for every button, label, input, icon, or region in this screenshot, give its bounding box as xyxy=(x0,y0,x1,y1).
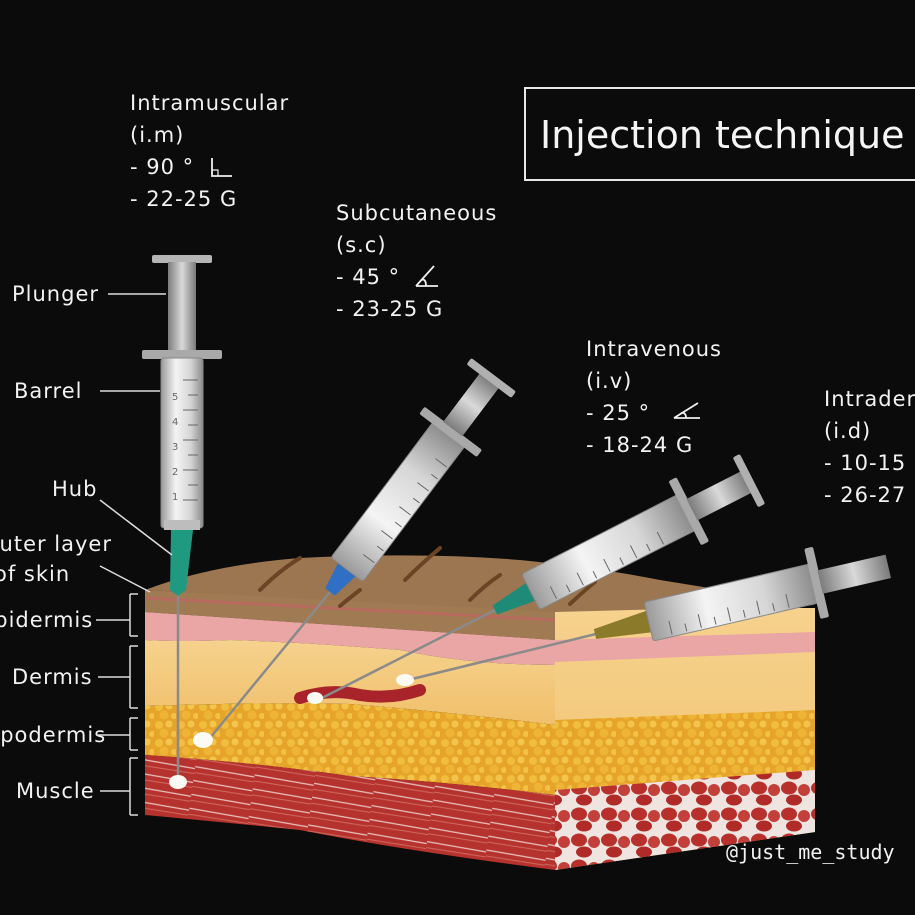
svg-text:- 22-25 G: - 22-25 G xyxy=(130,187,237,211)
plunger-rod xyxy=(168,262,196,357)
svg-text:2: 2 xyxy=(172,467,178,478)
spec-intradermal: Intradermal (i.d) - 10-15 ° - 26-27 G xyxy=(824,387,915,507)
svg-text:(i.v): (i.v) xyxy=(586,369,632,393)
barrel-scale xyxy=(183,379,198,501)
fluid-drop-im xyxy=(169,775,187,789)
barrel-scale xyxy=(668,593,790,635)
25-angle-icon xyxy=(673,402,700,419)
plunger-rod xyxy=(443,372,500,437)
plunger-thumb-rest xyxy=(467,358,516,398)
svg-text:- 10-15 °: - 10-15 ° xyxy=(824,451,915,475)
hub xyxy=(170,530,193,596)
label-outer-layer-line2: of skin xyxy=(0,562,70,586)
title-box: Injection technique xyxy=(524,87,915,181)
svg-text:Intravenous: Intravenous xyxy=(586,337,722,361)
barrel-flange xyxy=(669,477,709,545)
spec-intramuscular: Intramuscular (i.m) - 90 ° - 22-25 G xyxy=(130,91,289,211)
hypodermis-layer xyxy=(145,703,555,795)
barrel-scale xyxy=(362,458,447,564)
syringe-intravenous xyxy=(492,454,765,615)
skin-layer-labels: Outer layer of skin Epidermis Dermis Hyp… xyxy=(0,532,151,816)
barrel-flange xyxy=(142,350,222,359)
barrel xyxy=(160,357,204,529)
barrel-flange xyxy=(804,547,829,619)
svg-text:1: 1 xyxy=(172,492,178,503)
skin-block xyxy=(144,546,815,870)
spec-intravenous: Intravenous (i.v) - 25 ° - 18-24 G xyxy=(586,337,722,457)
syringe-part-labels: Plunger Barrel Hub xyxy=(12,282,173,556)
plunger-rod xyxy=(686,470,753,521)
svg-text:(i.d): (i.d) xyxy=(824,419,871,443)
skin-top-surface xyxy=(145,555,815,612)
label-plunger: Plunger xyxy=(12,282,99,306)
label-barrel: Barrel xyxy=(14,379,82,403)
syringe-intramuscular: 5 4 3 2 1 xyxy=(142,255,222,596)
syringe-subcutaneous xyxy=(325,358,516,596)
svg-text:3: 3 xyxy=(172,442,178,453)
svg-text:- 26-27 G: - 26-27 G xyxy=(824,483,915,507)
svg-text:- 45 °: - 45 ° xyxy=(336,265,400,289)
diagram-title: Injection technique xyxy=(540,113,904,157)
muscle-layer xyxy=(145,755,555,870)
plunger-thumb-rest xyxy=(152,255,212,263)
epidermis-layer xyxy=(145,612,555,665)
label-hub: Hub xyxy=(52,477,97,501)
barrel-scale xyxy=(549,531,664,600)
fluid-drop-id xyxy=(396,674,414,686)
svg-text:Intradermal: Intradermal xyxy=(824,387,915,411)
author-credit: @just_me_study xyxy=(726,840,895,864)
hub xyxy=(492,582,536,615)
barrel-flange xyxy=(420,407,482,457)
fluid-drop-iv xyxy=(307,692,323,704)
svg-text:- 90 °: - 90 ° xyxy=(130,155,194,179)
skin-side-face xyxy=(555,608,815,870)
label-epidermis: Epidermis xyxy=(0,608,93,632)
hub xyxy=(593,610,652,639)
svg-text:5: 5 xyxy=(172,392,178,403)
label-hypodermis: Hypodermis xyxy=(0,723,106,747)
svg-text:Intramuscular: Intramuscular xyxy=(130,91,289,115)
svg-text:4: 4 xyxy=(172,417,178,428)
needle-shafts xyxy=(176,590,601,780)
injected-fluid xyxy=(169,674,414,789)
45-angle-icon xyxy=(415,265,438,287)
rubber-stopper xyxy=(164,520,200,530)
plunger-thumb-rest xyxy=(733,454,765,507)
svg-text:(i.m): (i.m) xyxy=(130,123,184,147)
label-muscle: Muscle xyxy=(16,779,95,803)
plunger-rod xyxy=(817,554,891,594)
svg-text:- 25 °: - 25 ° xyxy=(586,401,650,425)
svg-text:- 23-25 G: - 23-25 G xyxy=(336,297,443,321)
svg-text:- 18-24 G: - 18-24 G xyxy=(586,433,693,457)
label-dermis: Dermis xyxy=(12,665,93,689)
hub xyxy=(325,563,356,596)
spec-subcutaneous: Subcutaneous (s.c) - 45 ° - 23-25 G xyxy=(336,201,497,321)
fluid-drop-sc xyxy=(193,732,213,748)
svg-text:Subcutaneous: Subcutaneous xyxy=(336,201,497,225)
syringe-intradermal xyxy=(593,547,891,642)
svg-text:(s.c): (s.c) xyxy=(336,233,387,257)
label-outer-layer-line1: Outer layer xyxy=(0,532,112,556)
right-angle-icon xyxy=(211,158,232,177)
